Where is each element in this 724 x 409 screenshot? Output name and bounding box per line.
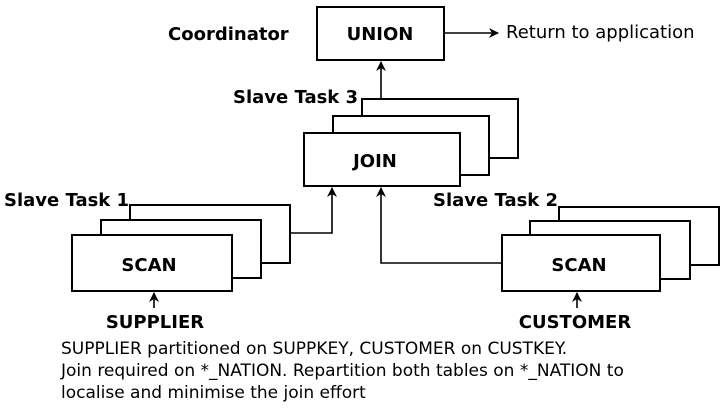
union-box [316,6,445,61]
scan-left-to-join-arrow [290,187,337,234]
caption-line-2: Join required on *_NATION. Repartition b… [60,361,624,381]
union-label: UNION [347,24,414,45]
scan-left-label: SCAN [121,255,176,276]
caption-line-1: SUPPLIER partitioned on SUPPKEY, CUSTOME… [61,339,567,359]
slave-task-1-label: Slave Task 1 [4,190,129,211]
coordinator-label: Coordinator [168,24,289,45]
slave-task-2-label: Slave Task 2 [433,190,558,211]
return-label: Return to application [506,22,695,43]
scan-right-to-join-arrow [376,187,502,264]
scan-left-box [71,234,233,292]
supplier-label: SUPPLIER [106,312,204,333]
join-box [303,132,461,187]
join-label: JOIN [351,151,397,172]
caption-line-3: localise and minimise the join effort [61,383,366,403]
scan-right-label: SCAN [551,255,606,276]
scan-right-box [501,234,661,292]
slave-task-3-label: Slave Task 3 [233,87,358,108]
customer-label: CUSTOMER [519,312,632,333]
